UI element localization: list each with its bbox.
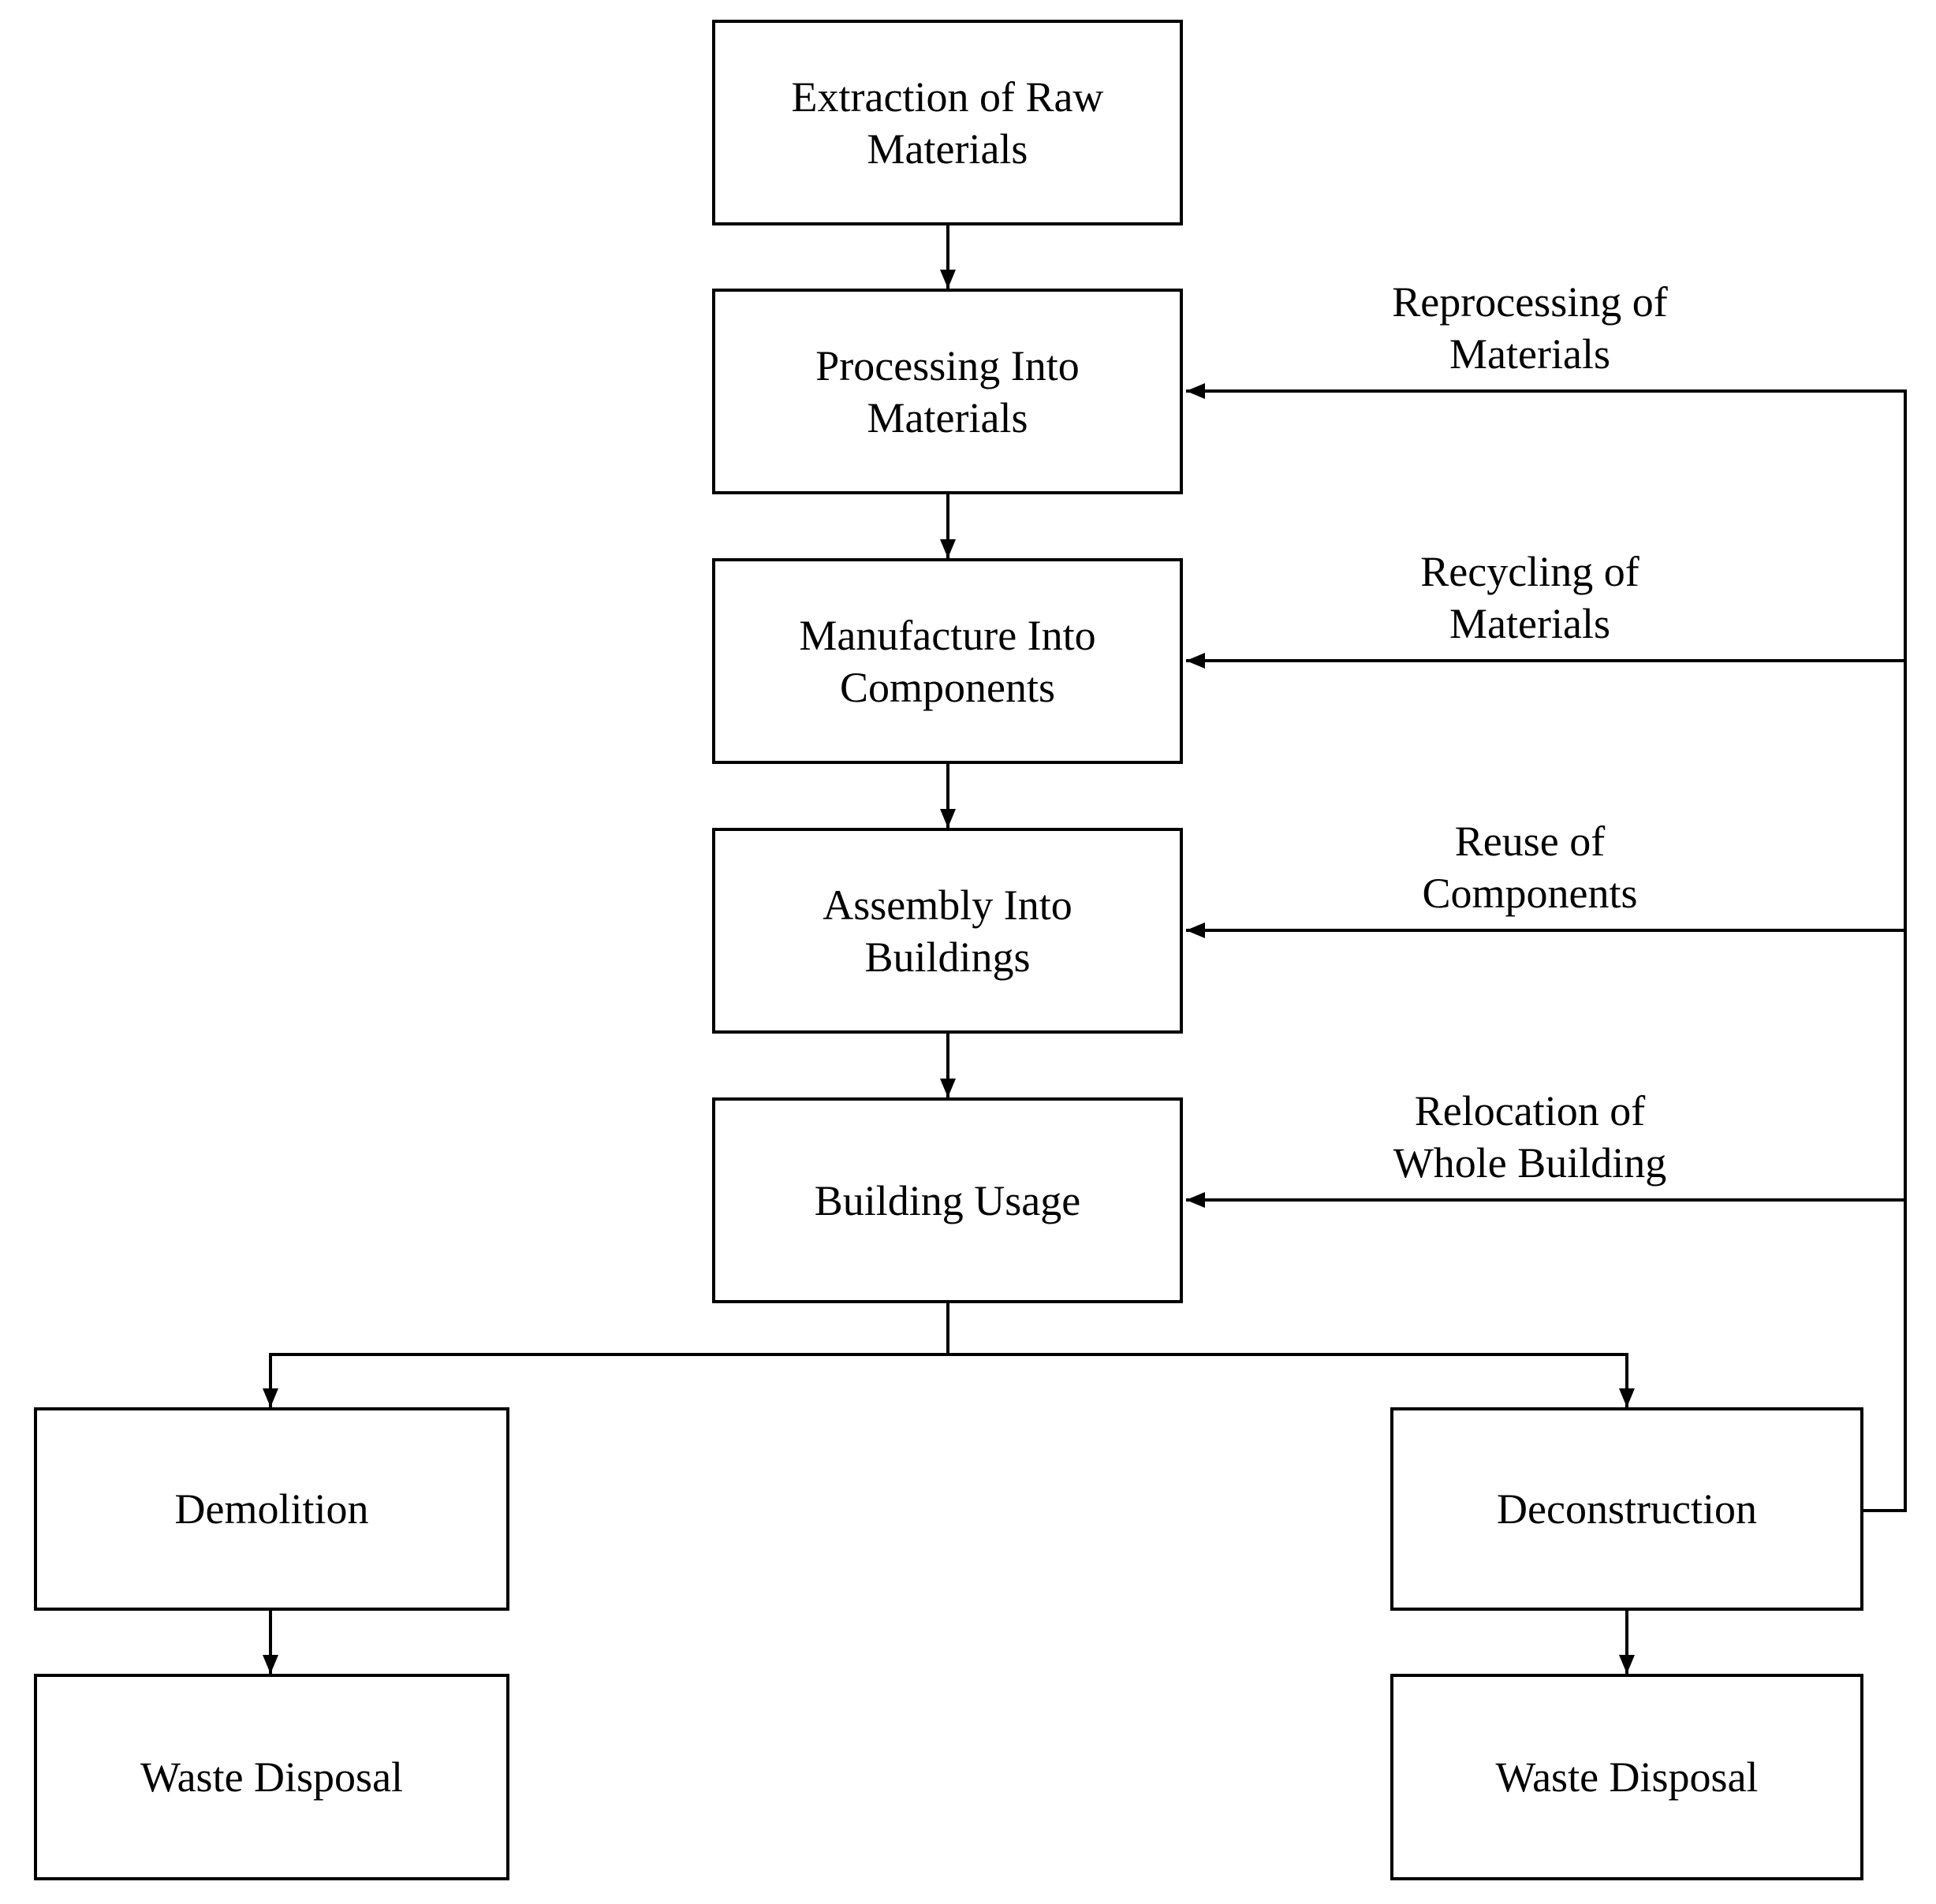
node-waste-disposal-right-label: Waste Disposal bbox=[1495, 1753, 1759, 1801]
node-waste-disposal-left-label: Waste Disposal bbox=[140, 1753, 404, 1801]
edge-deconstruction-feedback-trunk-and-reprocessing-arrow bbox=[1186, 383, 1907, 1512]
node-building-usage-label: Building Usage bbox=[814, 1176, 1081, 1224]
node-assembly-label: Assembly Into Buildings bbox=[823, 881, 1072, 981]
node-waste-disposal-left: Waste Disposal bbox=[34, 1674, 509, 1880]
node-extraction: Extraction of Raw Materials bbox=[712, 20, 1183, 225]
edge-label-recycling: Recycling of Materials bbox=[1420, 548, 1639, 647]
edge-label-reprocessing: Reprocessing of Materials bbox=[1392, 278, 1668, 378]
node-processing: Processing Into Materials bbox=[712, 289, 1183, 494]
node-building-usage: Building Usage bbox=[712, 1097, 1183, 1303]
node-demolition: Demolition bbox=[34, 1407, 509, 1611]
node-demolition-label: Demolition bbox=[174, 1485, 369, 1533]
node-extraction-label: Extraction of Raw Materials bbox=[791, 73, 1104, 173]
node-deconstruction: Deconstruction bbox=[1390, 1407, 1863, 1611]
node-manufacture-label: Manufacture Into Components bbox=[799, 611, 1096, 711]
edge-label-reuse: Reuse of Components bbox=[1422, 818, 1638, 917]
node-waste-disposal-right: Waste Disposal bbox=[1390, 1674, 1863, 1880]
node-assembly: Assembly Into Buildings bbox=[712, 828, 1183, 1034]
node-processing-label: Processing Into Materials bbox=[815, 341, 1080, 442]
node-deconstruction-label: Deconstruction bbox=[1497, 1485, 1757, 1533]
edge-label-relocation: Relocation of Whole Building bbox=[1393, 1087, 1667, 1187]
node-manufacture: Manufacture Into Components bbox=[712, 558, 1183, 764]
